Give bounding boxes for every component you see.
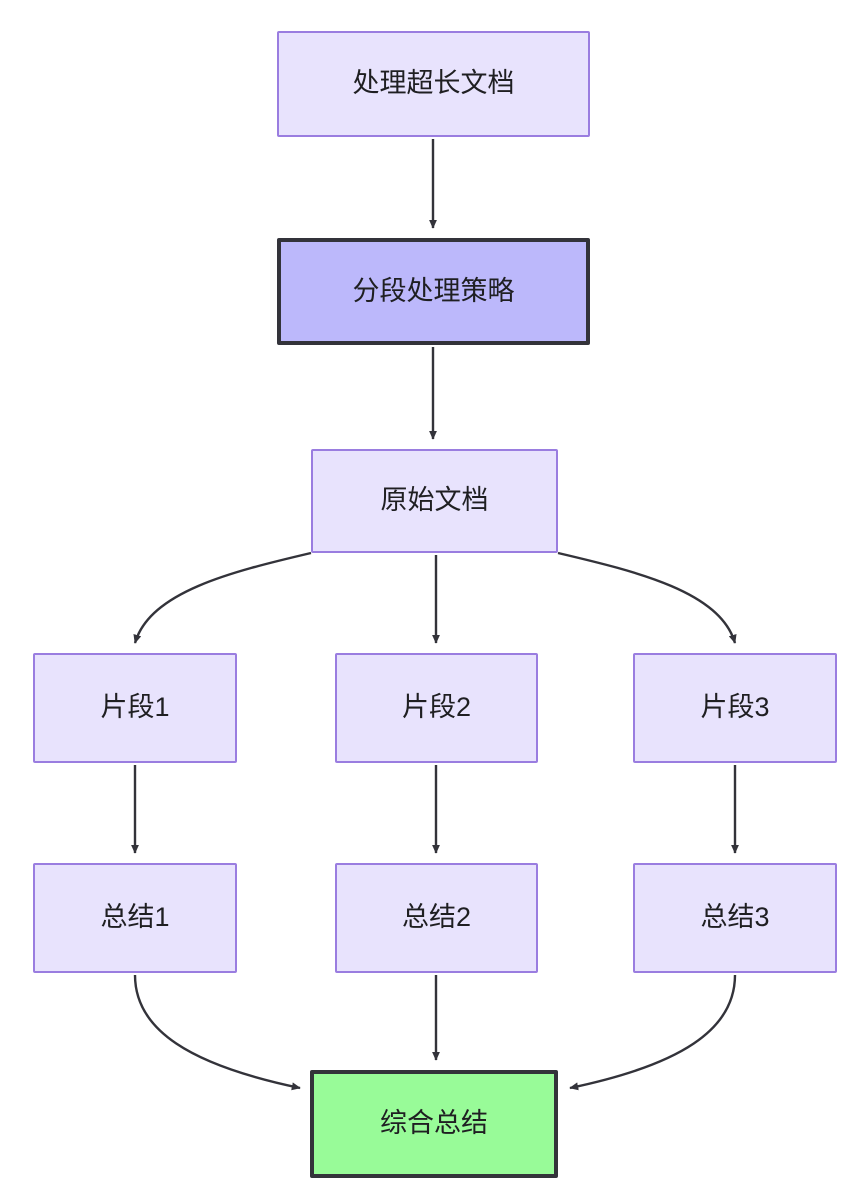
node-original-document[interactable]: 原始文档	[311, 449, 558, 553]
node-label: 分段处理策略	[352, 275, 515, 306]
node-summary-1[interactable]: 总结1	[33, 863, 237, 973]
node-fragment-3[interactable]: 片段3	[633, 653, 837, 763]
node-label: 片段2	[401, 692, 472, 723]
node-fragment-2[interactable]: 片段2	[335, 653, 538, 763]
edge-n3-n6	[557, 551, 737, 644]
edge-n9-n10	[569, 974, 737, 1091]
node-label: 总结1	[100, 902, 170, 933]
node-label: 片段3	[700, 692, 770, 723]
edge-n3-n4	[133, 551, 312, 644]
node-process-long-document[interactable]: 处理超长文档	[277, 31, 590, 137]
node-summary-2[interactable]: 总结2	[335, 863, 538, 973]
node-comprehensive-summary[interactable]: 综合总结	[310, 1070, 558, 1178]
node-summary-3[interactable]: 总结3	[633, 863, 837, 973]
node-chunking-strategy[interactable]: 分段处理策略	[277, 238, 590, 345]
node-label: 综合总结	[380, 1108, 488, 1139]
node-label: 总结2	[401, 902, 472, 933]
node-label: 原始文档	[380, 485, 489, 516]
node-label: 总结3	[700, 902, 770, 933]
node-label: 片段1	[100, 692, 170, 723]
node-label: 处理超长文档	[352, 68, 515, 99]
node-fragment-1[interactable]: 片段1	[33, 653, 237, 763]
edge-n7-n10	[133, 974, 301, 1091]
